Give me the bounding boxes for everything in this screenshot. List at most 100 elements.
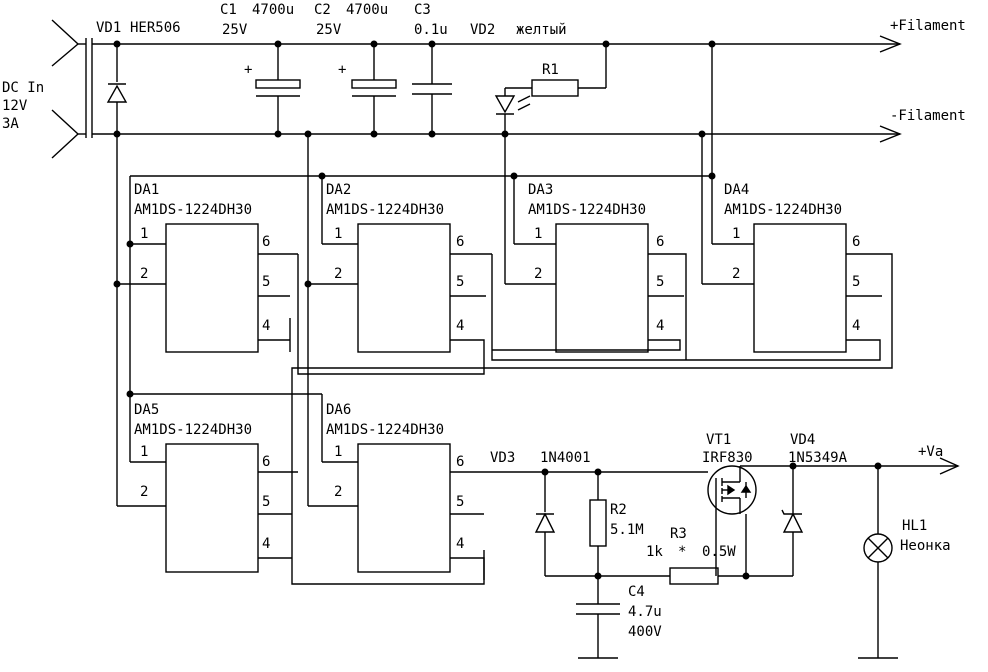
c2-voltage: 25V [316, 22, 342, 38]
da1-pin6: 6 [262, 234, 270, 250]
junction-dot [510, 172, 518, 180]
c3-ref: C3 [414, 2, 431, 18]
junction-dot [602, 40, 610, 48]
r3-resistor-symbol [669, 567, 719, 585]
junction-dot [113, 40, 121, 48]
da5-ref: DA5 [134, 402, 159, 418]
plus-filament-label: +Filament [890, 18, 966, 34]
minus-filament-rail [92, 125, 902, 143]
dc-in-voltage: 12V [2, 98, 28, 114]
junction-dot [428, 130, 436, 138]
vd1-ref: VD1 [96, 20, 121, 36]
da5-pin2: 2 [140, 484, 148, 500]
da4-pin6: 6 [852, 234, 860, 250]
c1-ref: C1 [220, 2, 237, 18]
junction-dot [126, 240, 134, 248]
r3-ref: R3 [670, 526, 687, 542]
da4-pin5: 5 [852, 274, 860, 290]
da4-part: AM1DS-1224DH30 [724, 202, 842, 218]
r1-ref: R1 [542, 62, 559, 78]
junction-dot [708, 172, 716, 180]
junction-dot [541, 468, 549, 476]
c3-value: 0.1u [414, 22, 448, 38]
da3-pin2: 2 [534, 266, 542, 282]
da3-pin1: 1 [534, 226, 542, 242]
vd4-value: 1N5349A [788, 450, 848, 466]
vd1-value: HER506 [130, 20, 181, 36]
junction-dot [370, 130, 378, 138]
vd1-diode-symbol [106, 44, 128, 134]
da3-module [492, 223, 687, 360]
c4-capacitor-symbol [576, 576, 620, 659]
da5-pin1: 1 [140, 444, 148, 460]
da4-module [291, 223, 893, 585]
junction-dot [789, 462, 797, 470]
hl1-ref: HL1 [902, 518, 927, 534]
da1-pin4: 4 [262, 318, 270, 334]
vd2-led-symbol [494, 88, 531, 134]
da6-pin2: 2 [334, 484, 342, 500]
r3-power: 0.5W [702, 544, 736, 560]
r3-value: 1k [646, 544, 663, 560]
dc-input-terminals [51, 19, 93, 159]
da2-pin1: 1 [334, 226, 342, 242]
da5-pin4: 4 [262, 536, 270, 552]
da5-pin5: 5 [262, 494, 270, 510]
da6-pin6: 6 [456, 454, 464, 470]
vt1-value: IRF830 [702, 450, 753, 466]
va-label: +Va [918, 444, 943, 460]
da2-ref: DA2 [326, 182, 351, 198]
vd4-ref: VD4 [790, 432, 815, 448]
da6-ref: DA6 [326, 402, 351, 418]
c1-capacitor-symbol [255, 44, 301, 134]
r2-value: 5.1M [610, 522, 644, 538]
da6-pin4: 4 [456, 536, 464, 552]
da3-pin4: 4 [656, 318, 664, 334]
da4-pin2: 2 [732, 266, 740, 282]
c2-capacitor-symbol [351, 44, 397, 134]
da1-part: AM1DS-1224DH30 [134, 202, 252, 218]
da1-pin2: 2 [140, 266, 148, 282]
da3-ref: DA3 [528, 182, 553, 198]
junction-dot [594, 468, 602, 476]
module-power-wiring [116, 44, 754, 507]
hl1-value: Неонка [900, 538, 951, 554]
da3-pin5: 5 [656, 274, 664, 290]
junction-dot [113, 280, 121, 288]
vd3-value: 1N4001 [540, 450, 591, 466]
vt1-ref: VT1 [706, 432, 731, 448]
junction-dot [274, 40, 282, 48]
c4-value: 4.7u [628, 604, 662, 620]
vd3-diode-symbol [534, 472, 556, 576]
da2-pin6: 6 [456, 234, 464, 250]
da4-ref: DA4 [724, 182, 749, 198]
da3-part: AM1DS-1224DH30 [528, 202, 646, 218]
da3-pin6: 6 [656, 234, 664, 250]
vd3-ref: VD3 [490, 450, 515, 466]
vd2-value: желтый [516, 22, 567, 38]
da4-pin4: 4 [852, 318, 860, 334]
c4-voltage: 400V [628, 624, 662, 640]
junction-dot [742, 572, 750, 580]
c2-plus: + [338, 62, 346, 78]
junction-dot [594, 572, 602, 580]
vt1-mosfet-symbol [600, 465, 793, 576]
dc-in-label: DC In [2, 80, 44, 96]
da5-pin6: 6 [262, 454, 270, 470]
junction-dot [126, 390, 134, 398]
da2-pin2: 2 [334, 266, 342, 282]
junction-dot [318, 172, 326, 180]
da1-module [165, 223, 298, 353]
c2-value: 4700u [346, 2, 388, 18]
da6-module [357, 443, 600, 580]
junction-dot [370, 40, 378, 48]
c2-ref: C2 [314, 2, 331, 18]
da2-pin5: 5 [456, 274, 464, 290]
da5-module [165, 443, 298, 573]
hl1-neon-lamp-symbol [858, 466, 898, 659]
vd4-zener-symbol [781, 466, 804, 576]
da2-module [297, 223, 686, 375]
junction-dot [274, 130, 282, 138]
